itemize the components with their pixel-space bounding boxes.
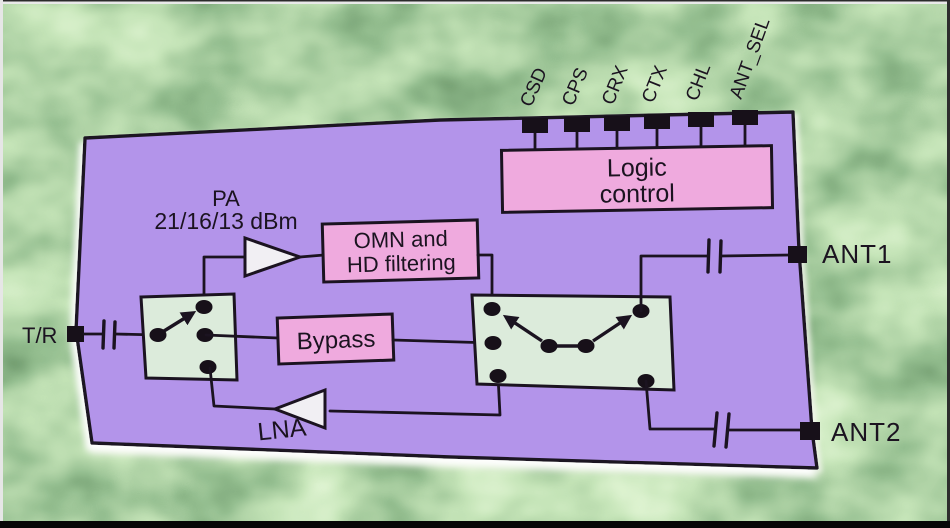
logic-control-box <box>499 144 775 214</box>
logic-control-block: Logic control <box>499 144 775 214</box>
input-switch-box <box>139 292 239 382</box>
input-switch-lna-dot <box>199 360 217 374</box>
pa-output-wire <box>298 253 326 259</box>
control-pin-pads <box>522 110 758 133</box>
logic-control-label-line2: control <box>599 179 675 208</box>
ant1-wire-1 <box>639 254 710 313</box>
pin-pad-crx <box>604 116 630 131</box>
antenna-switch-arrow-left <box>502 314 543 343</box>
lna-amplifier-symbol <box>270 387 327 431</box>
bypass-box <box>275 312 396 366</box>
pa-label: PA <box>212 186 240 211</box>
antenna-switch-pole-left-dot <box>540 339 558 353</box>
antenna-switch-tx-dot <box>483 302 501 316</box>
omn-label-line2: HD filtering <box>347 250 456 278</box>
antenna-switch-pole-right-dot <box>577 339 595 353</box>
tr-cap-plate-1 <box>101 319 106 350</box>
pin-pad-ctx <box>644 114 670 129</box>
pa-power-label: 21/16/13 dBm <box>154 208 297 234</box>
lna-input-wire <box>328 374 502 417</box>
bypass-label: Bypass <box>296 326 376 356</box>
input-switch-arrow <box>163 311 197 333</box>
ant2-cap-plate-1 <box>712 411 719 448</box>
pa-amplifier-symbol <box>243 235 305 279</box>
omn-output-wire <box>476 253 494 311</box>
input-switch-tx-dot <box>195 300 213 314</box>
pa-input-wire <box>202 255 247 309</box>
frame-right-dark <box>947 0 950 524</box>
frame-left-light <box>0 0 3 524</box>
pin-pad-csd <box>522 118 548 133</box>
lna-label: LNA <box>256 414 308 447</box>
antenna-switch <box>470 293 676 392</box>
tr-port-pad <box>67 326 84 342</box>
bypass-block: Bypass <box>275 312 396 366</box>
omn-block: OMN and HD filtering <box>320 218 481 284</box>
input-switch <box>139 292 239 382</box>
ant1-cap-plate-1 <box>706 238 711 274</box>
lna-output-wire <box>208 366 277 411</box>
omn-box <box>320 218 481 284</box>
ant1-port-pad <box>788 246 807 263</box>
frame-bottom-dark <box>0 521 950 528</box>
pin-pad-ant-sel <box>732 110 758 125</box>
pin-pad-cps <box>564 117 590 132</box>
omn-label-line1: OMN and <box>353 226 448 253</box>
antenna-switch-arrow-right <box>592 314 633 343</box>
tr-port-label: T/R <box>22 323 57 348</box>
logic-control-label-line1: Logic <box>607 153 667 182</box>
frame-top-light <box>0 1 950 4</box>
input-switch-common-dot <box>149 328 167 342</box>
ant2-wire-1 <box>644 379 716 431</box>
antenna-switch-lna-dot <box>489 369 507 383</box>
frame-top-dark <box>0 0 950 2</box>
bypass-input-wire <box>204 333 280 340</box>
ant1-port-label: ANT1 <box>822 239 892 269</box>
pin-pad-chl <box>688 112 714 127</box>
ant2-port-label: ANT2 <box>831 417 901 447</box>
ant2-port-pad <box>800 422 820 440</box>
antenna-switch-bypass-dot <box>484 336 502 350</box>
ant1-wire-2 <box>719 253 792 258</box>
